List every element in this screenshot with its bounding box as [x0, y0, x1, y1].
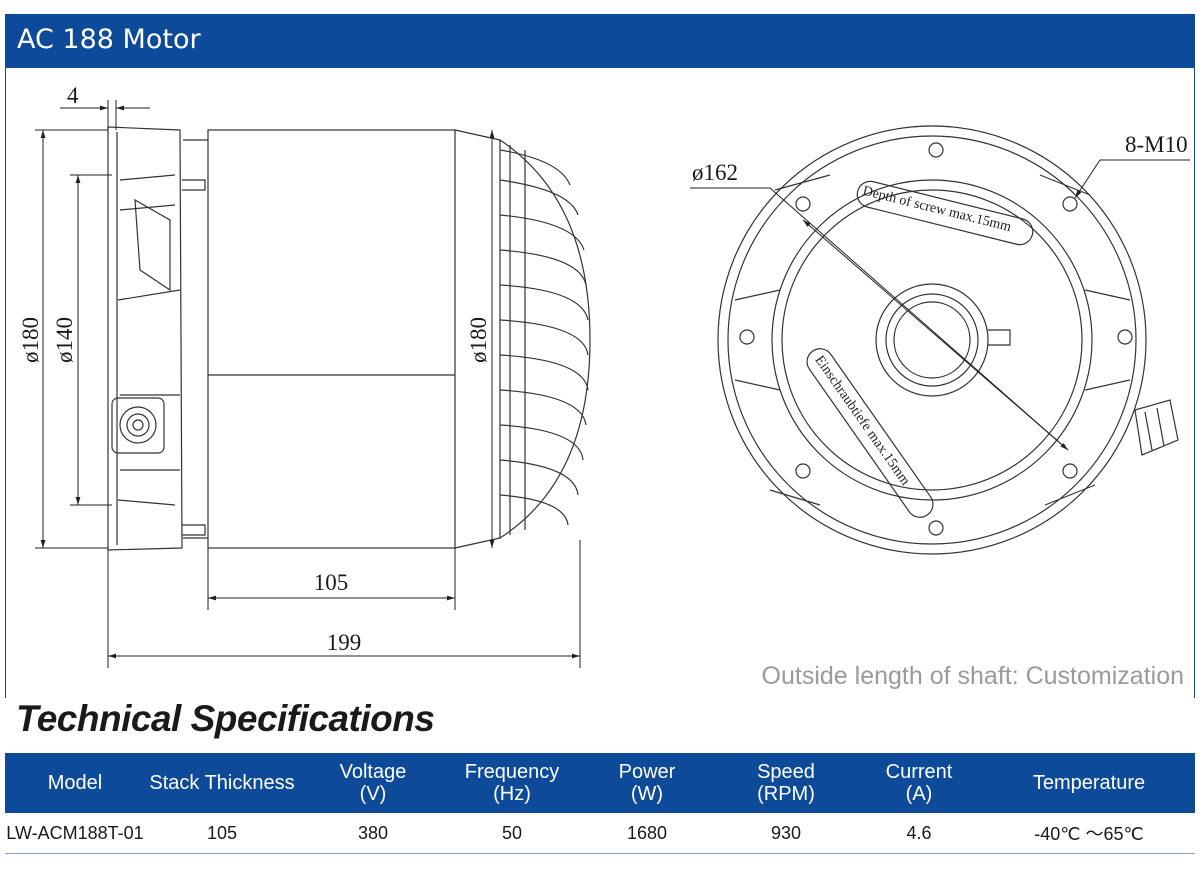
dim-bolt-circle-label: ø162: [692, 160, 738, 185]
bolt-holes: [739, 142, 1133, 536]
col-temperature: Temperature: [983, 753, 1195, 813]
drawing-frame: [5, 68, 1195, 698]
cooling-fins: [499, 145, 589, 535]
dim-inner-dia-label: ø140: [52, 317, 77, 363]
col-current: Current(A): [855, 753, 983, 813]
col-stack-thickness: Stack Thickness: [145, 753, 299, 813]
side-view: [107, 126, 591, 551]
dim-flange-label: 4: [67, 83, 79, 108]
technical-drawing: 4 ø180 ø140 ø180 105 199: [18, 83, 1190, 668]
side-gland-icon: [1134, 399, 1179, 456]
cell-voltage: 380: [299, 813, 447, 854]
cell-stack-thickness: 105: [145, 813, 299, 854]
front-view-dimensions: [690, 159, 1190, 451]
dim-outer-dia-label: ø180: [18, 317, 43, 363]
cell-power: 1680: [577, 813, 717, 854]
page-title: AC 188 Motor: [17, 24, 201, 55]
dim-fin-dia-label: ø180: [466, 317, 491, 363]
col-speed: Speed(RPM): [717, 753, 855, 813]
side-view-dimensions: [35, 100, 581, 668]
spec-header-row: Model Stack Thickness Voltage(V) Frequen…: [5, 753, 1195, 813]
cell-temperature: -40℃ ～65℃: [983, 813, 1195, 854]
cell-speed: 930: [717, 813, 855, 854]
cell-frequency: 50: [447, 813, 577, 854]
col-voltage: Voltage(V): [299, 753, 447, 813]
front-view: [717, 125, 1179, 555]
col-frequency: Frequency(Hz): [447, 753, 577, 813]
spec-section-title: Technical Specifications: [16, 698, 435, 739]
col-model: Model: [5, 753, 145, 813]
dim-body-length-label: 105: [314, 570, 349, 595]
title-bar: AC 188 Motor: [5, 14, 1195, 68]
cable-gland-icon: [111, 397, 165, 454]
einschraubtiefe-label: Einschraubtiefe max.15mm: [811, 353, 912, 488]
dim-screws-label: 8-M10: [1125, 132, 1188, 157]
cell-current: 4.6: [855, 813, 983, 854]
col-power: Power(W): [577, 753, 717, 813]
dim-total-length-label: 199: [327, 630, 362, 655]
cell-model: LW-ACM188T-01: [5, 813, 145, 854]
table-row: LW-ACM188T-01 105 380 50 1680 930 4.6 -4…: [5, 813, 1195, 854]
shaft-length-note: Outside length of shaft: Customization: [761, 662, 1184, 690]
spec-table: Model Stack Thickness Voltage(V) Frequen…: [5, 753, 1195, 854]
